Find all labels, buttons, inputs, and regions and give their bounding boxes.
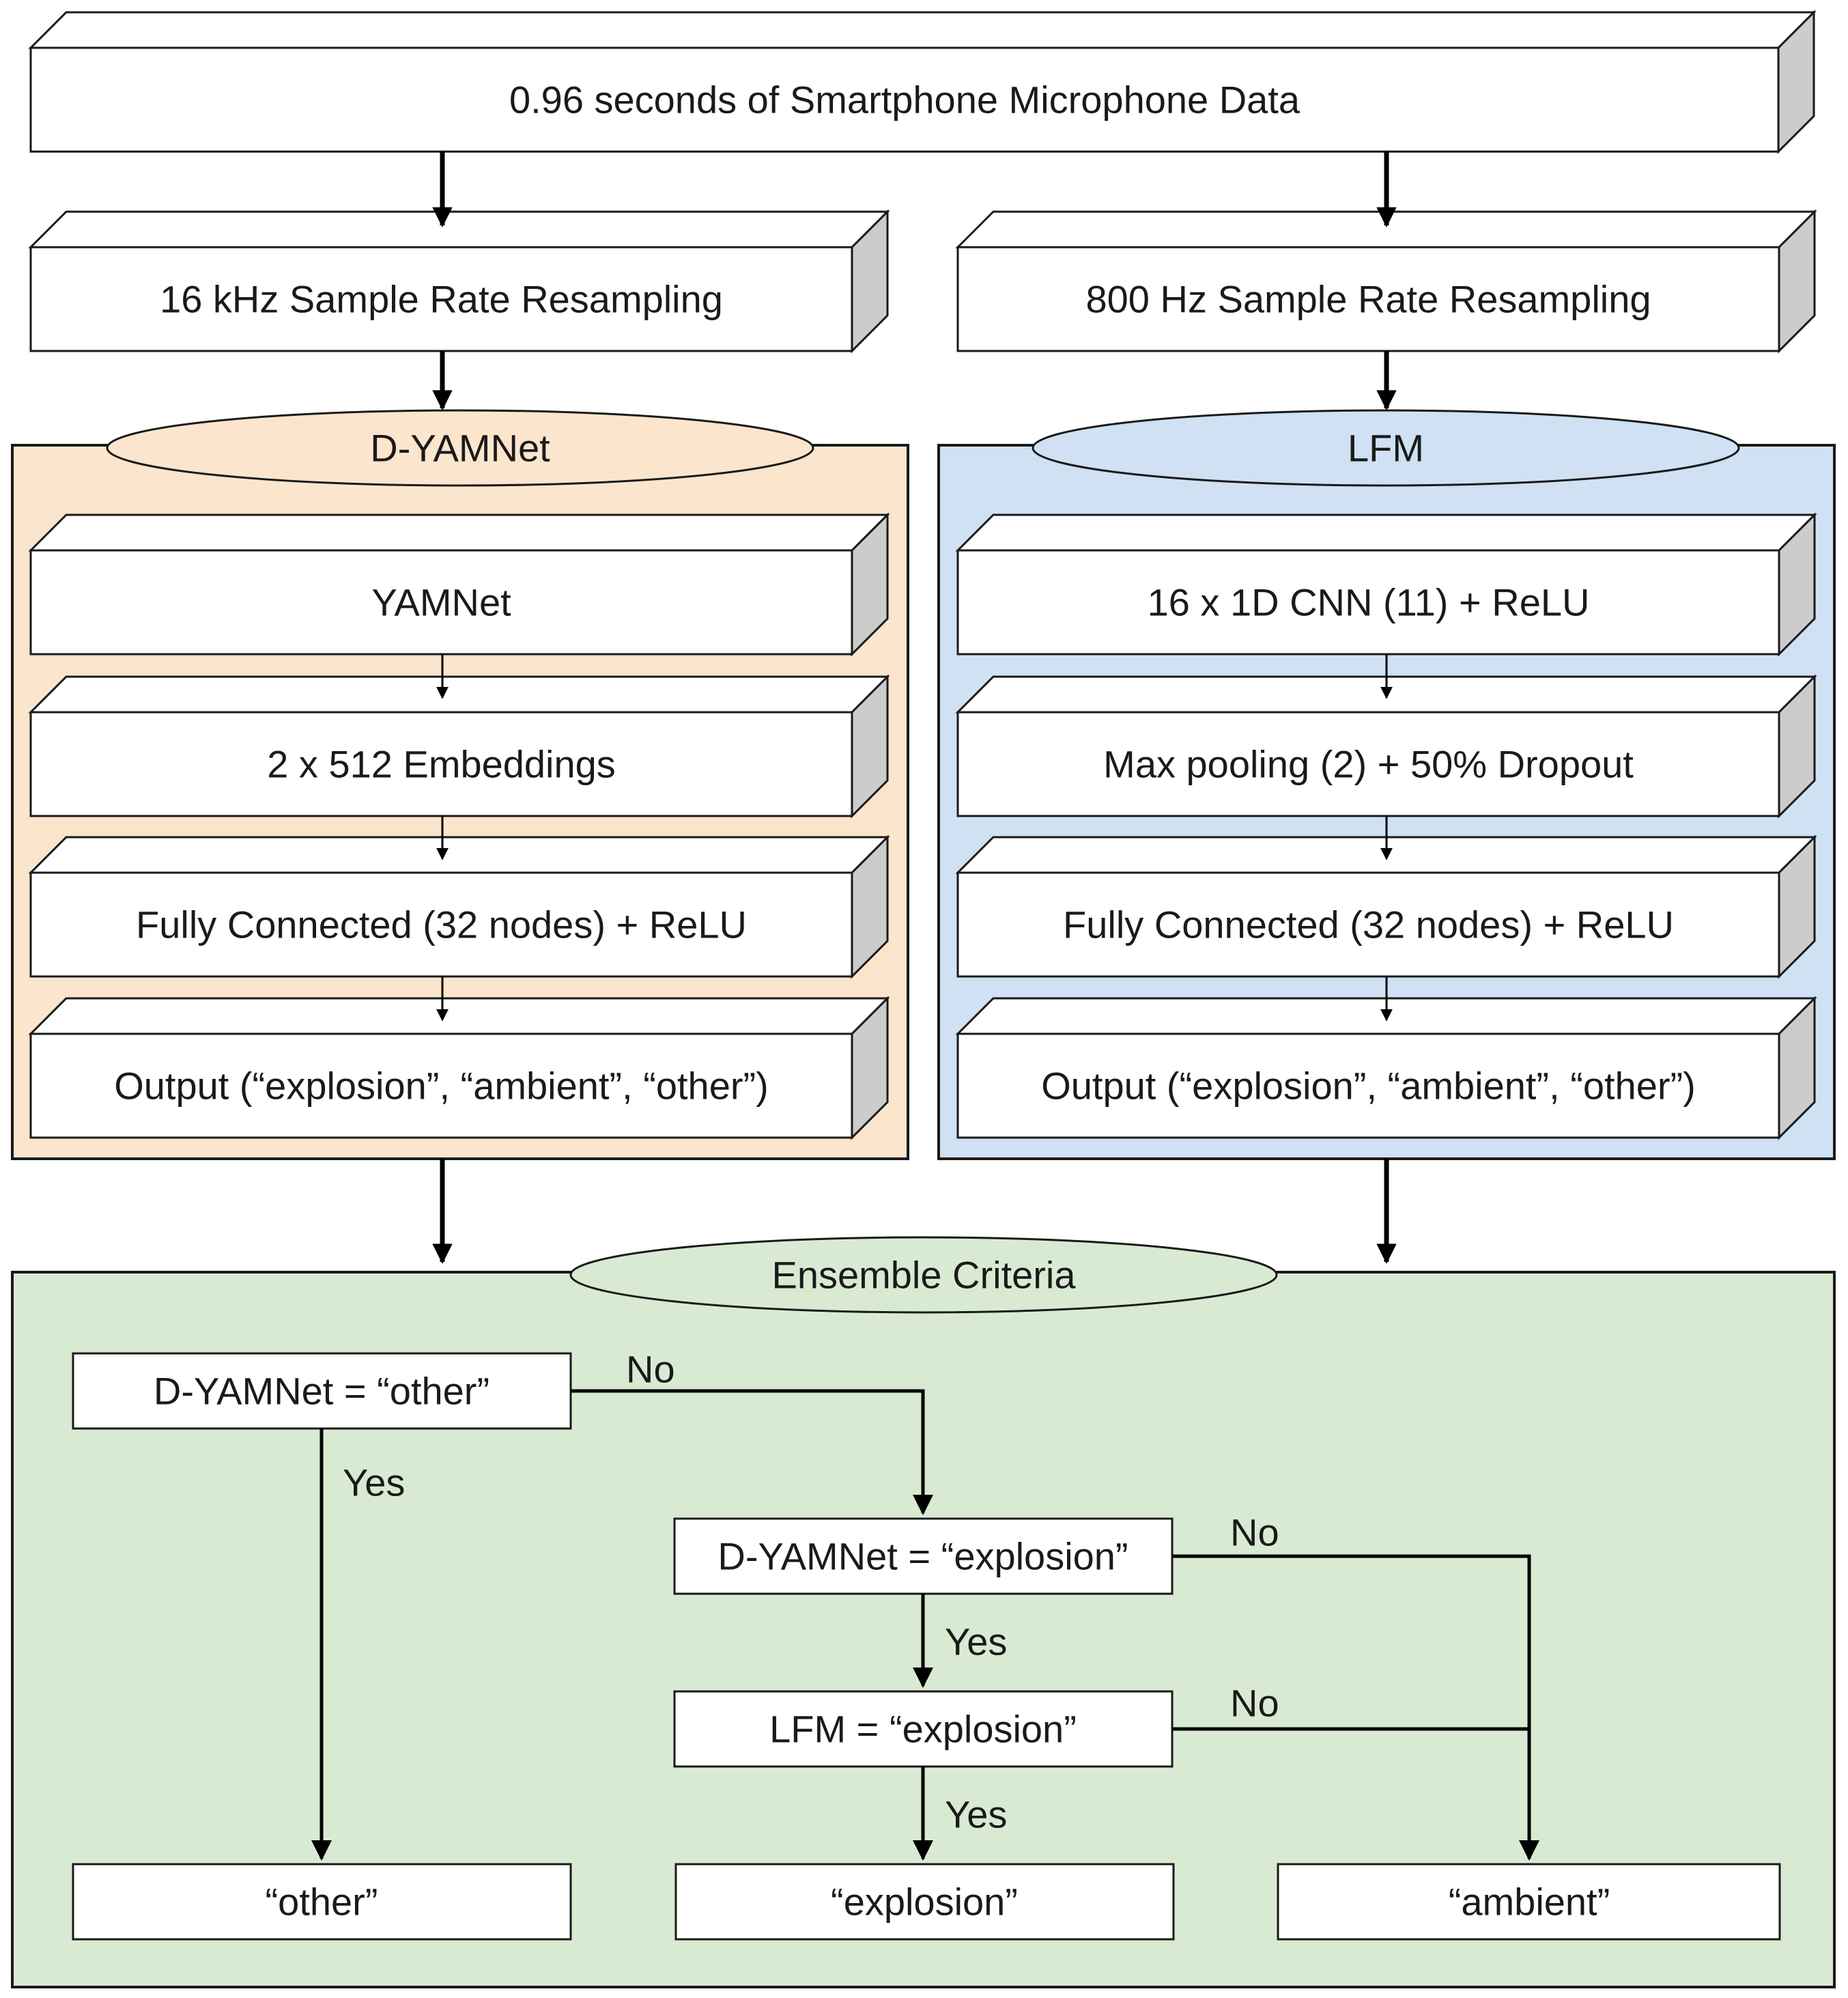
dyamnet-title-oval xyxy=(106,409,814,487)
resample-16khz-block-front xyxy=(29,246,853,352)
dyamnet-layer-yamnet-top xyxy=(28,513,890,552)
dyamnet-layer-embeddings: 2 x 512 Embeddings xyxy=(28,674,890,819)
dyamnet-layer-embeddings-top xyxy=(28,675,890,714)
flow-d2-no xyxy=(1172,1554,1539,1861)
branch-label-d2-yes: Yes xyxy=(945,1620,1007,1663)
branch-label-d1-no: No xyxy=(626,1348,675,1391)
output-other xyxy=(72,1863,572,1941)
dyamnet-layer-yamnet-label: YAMNet xyxy=(371,581,511,624)
dyamnet-layer-output-front xyxy=(29,1032,853,1139)
input-block: 0.96 seconds of Smartphone Microphone Da… xyxy=(28,10,1817,154)
ensemble-title: Ensemble Criteria xyxy=(771,1254,1076,1297)
decision-dyamnet-other xyxy=(72,1352,572,1430)
output-explosion xyxy=(674,1863,1175,1941)
input-block-label: 0.96 seconds of Smartphone Microphone Da… xyxy=(509,79,1300,122)
lfm-layer-maxpool-front xyxy=(956,711,1780,817)
output-ambient xyxy=(1277,1863,1781,1941)
lfm-layer-maxpool: Max pooling (2) + 50% Dropout xyxy=(955,674,1817,819)
input-block-front xyxy=(29,46,1780,153)
decision-lfm-explosion-label: LFM = “explosion” xyxy=(769,1708,1077,1751)
branch-label-d2-no: No xyxy=(1230,1511,1279,1554)
resample-16khz-block-label: 16 kHz Sample Rate Resampling xyxy=(160,278,723,321)
ensemble-title-oval xyxy=(569,1236,1278,1314)
dyamnet-layer-fc-label: Fully Connected (32 nodes) + ReLU xyxy=(136,903,747,946)
dyamnet-layer-output-top xyxy=(28,997,890,1035)
input-block-top xyxy=(28,11,1817,49)
lfm-layer-cnn-label: 16 x 1D CNN (11) + ReLU xyxy=(1148,581,1590,624)
output-explosion-label: “explosion” xyxy=(831,1881,1018,1924)
branch-label-d1-yes: Yes xyxy=(343,1461,405,1504)
dyamnet-layer-fc: Fully Connected (32 nodes) + ReLU xyxy=(28,834,890,979)
dyamnet-layer-output: Output (“explosion”, “ambient”, “other”) xyxy=(28,996,890,1140)
output-ambient-label: “ambient” xyxy=(1449,1881,1610,1924)
decision-dyamnet-explosion-label: D-YAMNet = “explosion” xyxy=(717,1535,1128,1578)
resample-16khz-block-top xyxy=(28,210,890,249)
resample-16khz-block: 16 kHz Sample Rate Resampling xyxy=(28,209,890,354)
lfm-layer-output-label: Output (“explosion”, “ambient”, “other”) xyxy=(1041,1065,1696,1108)
output-other-label: “other” xyxy=(266,1881,378,1924)
decision-dyamnet-other-label: D-YAMNet = “other” xyxy=(154,1370,489,1413)
lfm-layer-fc-label: Fully Connected (32 nodes) + ReLU xyxy=(1063,903,1674,946)
resample-800hz-block: 800 Hz Sample Rate Resampling xyxy=(955,209,1817,354)
lfm-title: LFM xyxy=(1348,427,1424,470)
dyamnet-title: D-YAMNet xyxy=(370,427,550,470)
dyamnet-layer-fc-top xyxy=(28,836,890,874)
dyamnet-layer-yamnet-front xyxy=(29,549,853,656)
dyamnet-layer-embeddings-label: 2 x 512 Embeddings xyxy=(267,743,616,786)
dyamnet-layer-output-label: Output (“explosion”, “ambient”, “other”) xyxy=(114,1065,769,1108)
dyamnet-layer-embeddings-front xyxy=(29,711,853,817)
lfm-layer-maxpool-label: Max pooling (2) + 50% Dropout xyxy=(1103,743,1634,786)
dyamnet-layer-fc-front xyxy=(29,871,853,978)
lfm-layer-cnn-front xyxy=(956,549,1780,656)
flow-d1-no xyxy=(571,1389,933,1515)
resample-800hz-block-front xyxy=(956,246,1780,352)
lfm-layer-cnn: 16 x 1D CNN (11) + ReLU xyxy=(955,512,1817,657)
lfm-title-oval xyxy=(1032,409,1740,487)
lfm-layer-fc-front xyxy=(956,871,1780,978)
branch-label-d3-no: No xyxy=(1230,1682,1279,1725)
dyamnet-layer-yamnet: YAMNet xyxy=(28,512,890,657)
lfm-layer-output-front xyxy=(956,1032,1780,1139)
branch-label-d3-yes: Yes xyxy=(945,1793,1007,1836)
lfm-layer-cnn-top xyxy=(955,513,1817,552)
resample-800hz-block-label: 800 Hz Sample Rate Resampling xyxy=(1086,278,1651,321)
